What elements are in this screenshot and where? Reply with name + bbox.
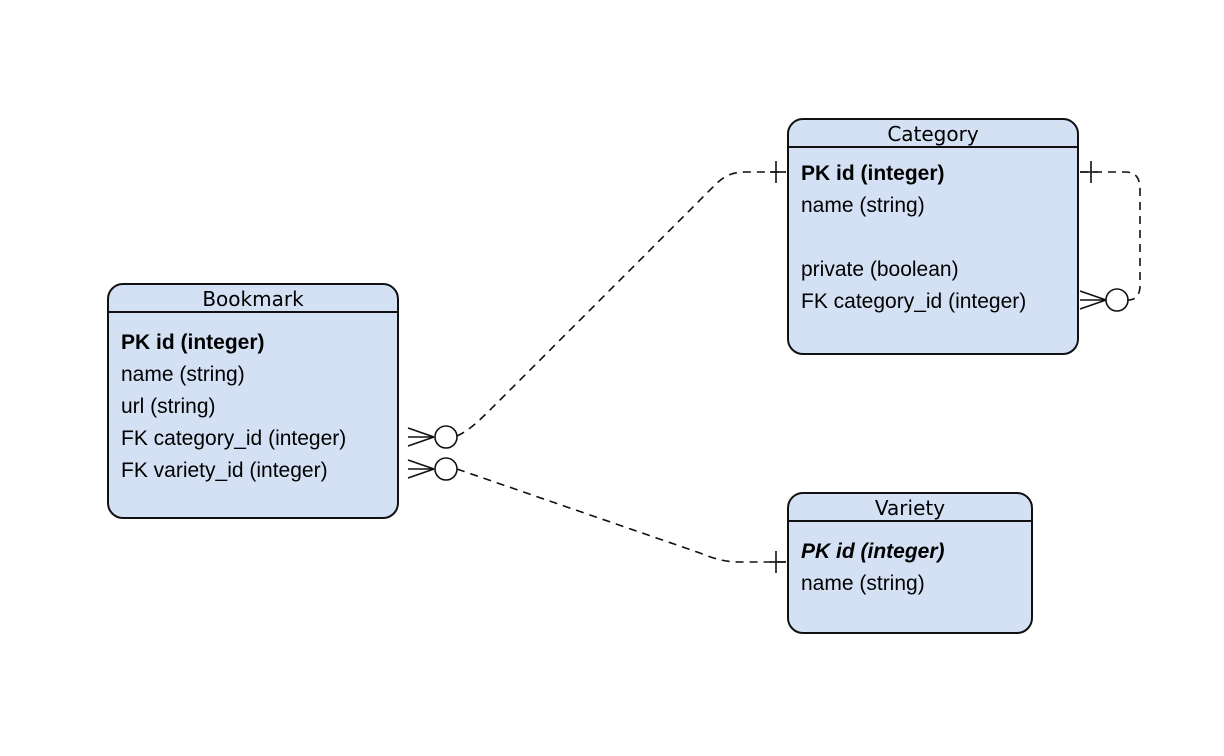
relation-bookmark-variety: [456, 468, 786, 563]
entity-title: Bookmark: [109, 285, 397, 313]
crowfoot-zero-category-self: [1079, 288, 1129, 312]
entity-category[interactable]: Category PK id (integer) name (string) pri…: [787, 118, 1079, 355]
one-mark-variety: [770, 551, 786, 573]
attribute-row: name (string): [121, 363, 245, 386]
attribute-list: PK id (integer) name (string): [789, 522, 1031, 600]
attribute-list: PK id (integer) name (string) private (boo…: [789, 148, 1077, 318]
crowfoot-zero-bookmark-variety: [407, 457, 458, 481]
entity-title: Variety: [789, 494, 1031, 522]
attribute-row: FK category_id (integer): [801, 290, 1027, 313]
attribute-row: private (boolean): [801, 258, 959, 281]
one-mark-category-left: [770, 161, 786, 183]
entity-bookmark[interactable]: Bookmark PK id (integer) name (string) url…: [107, 283, 399, 519]
attribute-row: name (string): [801, 194, 925, 217]
entity-variety[interactable]: Variety PK id (integer) name (string): [787, 492, 1033, 634]
attribute-row: FK category_id (integer): [121, 427, 347, 450]
relation-bookmark-category: [456, 171, 786, 437]
relation-category-self: [1080, 171, 1141, 301]
attribute-list: PK id (integer) name (string) url (string)…: [109, 313, 397, 487]
crowfoot-zero-bookmark-category: [407, 425, 458, 449]
attribute-row: PK id (integer): [121, 331, 265, 354]
attribute-row: PK id (integer): [801, 540, 945, 563]
attribute-row: FK variety_id (integer): [121, 459, 328, 482]
one-mark-category-right: [1080, 161, 1098, 183]
attribute-row: PK id (integer): [801, 162, 945, 185]
attribute-row: name (string): [801, 572, 925, 595]
attribute-row: url (string): [121, 395, 216, 418]
attribute-row: [801, 222, 1077, 254]
entity-title: Category: [789, 120, 1077, 148]
